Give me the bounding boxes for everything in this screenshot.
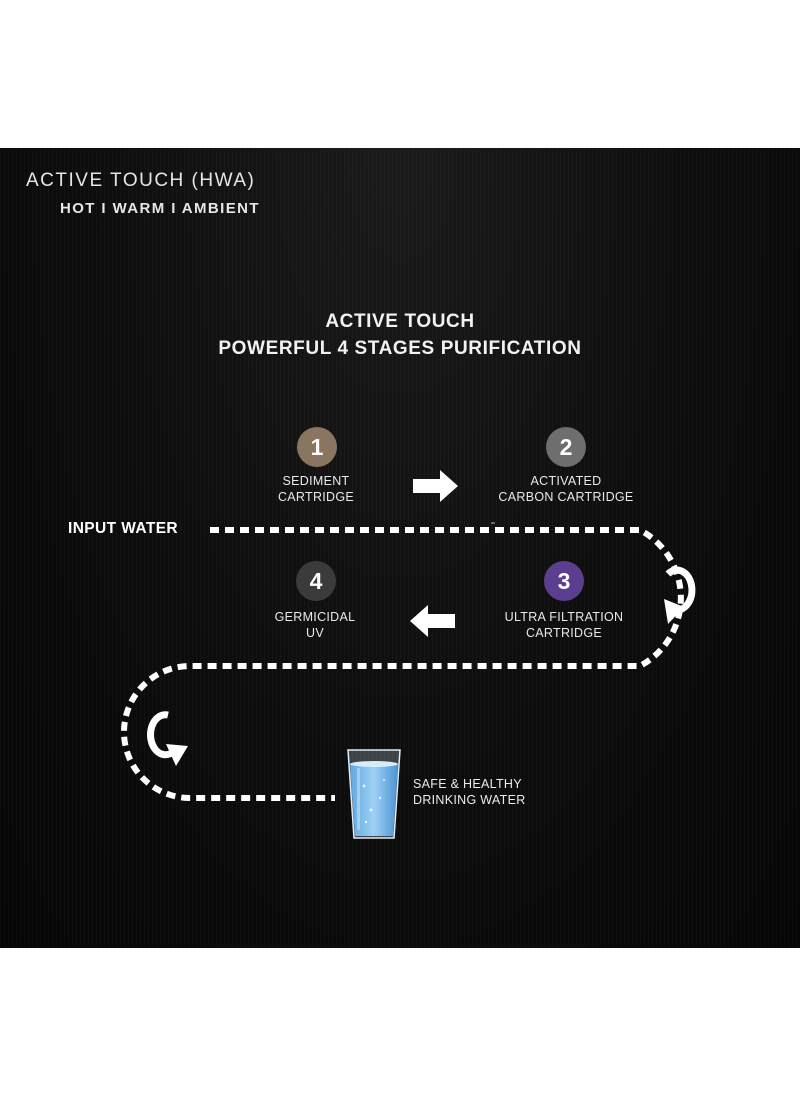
stage-2-badge: 2 bbox=[546, 427, 586, 467]
stage-3-line-2: CARTRIDGE bbox=[525, 626, 603, 640]
heading-line-1: ACTIVE TOUCH bbox=[325, 311, 475, 332]
stage-4-badge: 4 bbox=[296, 561, 336, 601]
stage-1-badge: 1 bbox=[297, 427, 337, 467]
water-flow-path bbox=[121, 470, 696, 801]
arrow-left-icon bbox=[410, 605, 455, 637]
stage-1-line-1: SEDIMENT bbox=[282, 474, 350, 488]
product-title: ACTIVE TOUCH (HWA) bbox=[26, 170, 256, 191]
stage-2-line-1: ACTIVATED bbox=[530, 474, 602, 488]
stage-3-label: ULTRA FILTRATION CARTRIDGE bbox=[474, 609, 654, 641]
stage-2-label: ACTIVATED CARBON CARTRIDGE bbox=[476, 473, 656, 505]
arrow-right-icon bbox=[413, 470, 458, 502]
curved-arrow-icon-right bbox=[664, 566, 696, 624]
output-line-2: DRINKING WATER bbox=[413, 793, 526, 807]
stage-2-line-2: CARBON CARTRIDGE bbox=[498, 490, 634, 504]
stage-3-badge: 3 bbox=[544, 561, 584, 601]
output-water-label: SAFE & HEALTHY DRINKING WATER bbox=[413, 776, 583, 808]
stage-1-line-2: CARTRIDGE bbox=[277, 490, 355, 504]
temperature-modes: HOT I WARM I AMBIENT bbox=[60, 200, 260, 217]
stage-4-line-1: GERMICIDAL bbox=[274, 610, 356, 624]
curved-arrow-icon-left bbox=[147, 711, 188, 766]
stage-4-line-2: UV bbox=[306, 626, 324, 640]
stage-3-line-1: ULTRA FILTRATION bbox=[504, 610, 624, 624]
diagram-panel: ACTIVE TOUCH (HWA) HOT I WARM I AMBIENT … bbox=[0, 148, 800, 948]
heading-line-2: POWERFUL 4 STAGES PURIFICATION bbox=[218, 338, 582, 359]
water-glass-icon bbox=[344, 746, 404, 847]
stage-4-label: GERMICIDAL UV bbox=[225, 609, 405, 641]
output-line-1: SAFE & HEALTHY bbox=[413, 777, 522, 791]
stage-1-label: SEDIMENT CARTRIDGE bbox=[226, 473, 406, 505]
input-water-label: INPUT WATER bbox=[68, 520, 179, 537]
